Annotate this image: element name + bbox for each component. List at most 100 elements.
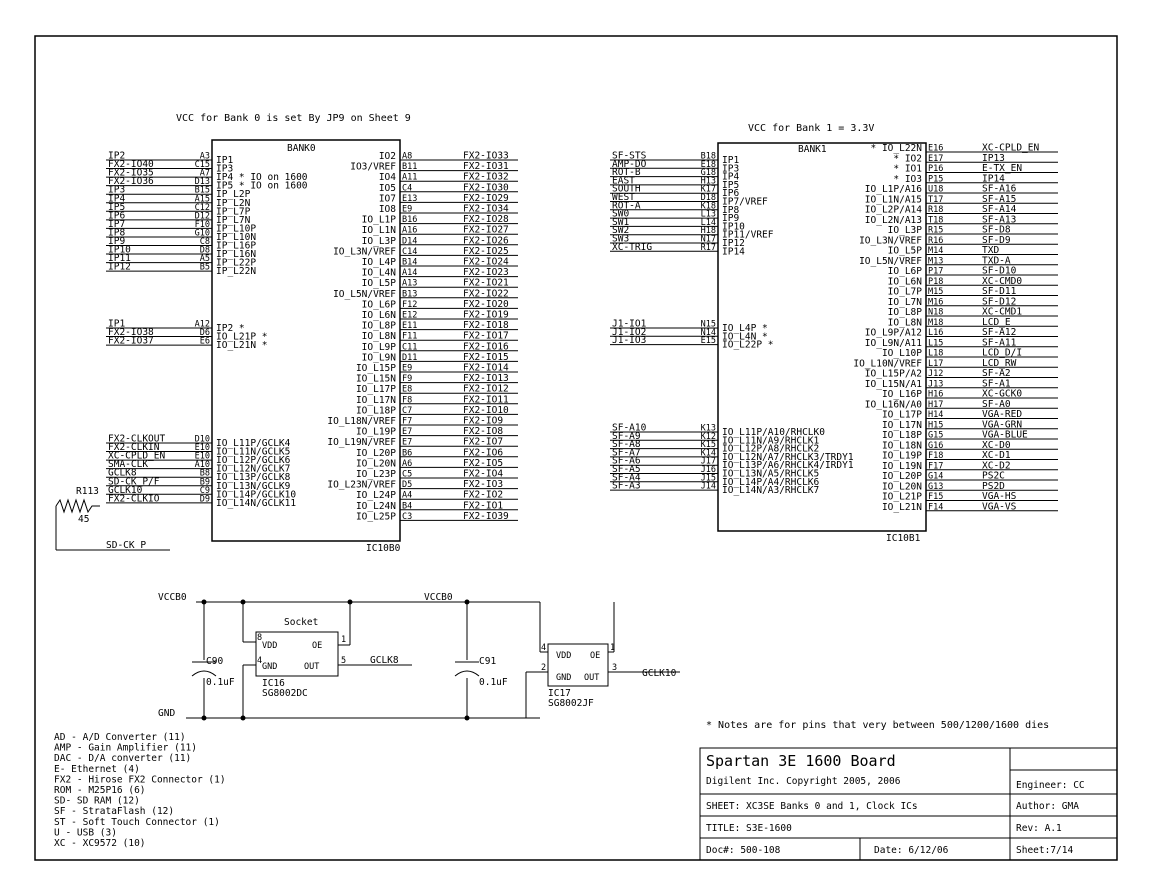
pin-label: IO_L19P xyxy=(356,427,396,438)
bank0-name: BANK0 xyxy=(287,143,316,154)
pin-number: E9 xyxy=(402,364,412,374)
pin-label: IO_L19N/VREF xyxy=(327,437,396,448)
pin-label: IO_L20P xyxy=(356,448,396,459)
net-label: FX2-CLKIO xyxy=(108,493,160,504)
sheet-border xyxy=(34,35,1118,861)
pin-label: IO_L19N xyxy=(882,461,922,472)
ic16-part: SG8002DC xyxy=(262,688,308,699)
pin-label: IO_L8P xyxy=(362,321,397,332)
net-label: ROT-B xyxy=(612,167,641,178)
net-label: SF-D9 xyxy=(982,235,1011,246)
pin-label: IP4 xyxy=(722,172,739,183)
ic16-net: GCLK8 xyxy=(370,655,399,666)
net-label: FX2-IO13 xyxy=(463,373,509,384)
pin-number: R18 xyxy=(928,205,943,215)
net-label: LCD_D/I xyxy=(982,348,1022,359)
net-label: XC-CMD0 xyxy=(982,276,1022,287)
pin-number: F11 xyxy=(402,332,417,342)
c90-value: 0.1uF xyxy=(206,677,235,688)
title-rev: Rev: A.1 xyxy=(1016,823,1062,834)
net-label: TXD xyxy=(982,245,999,256)
pin-label: IO_L11N/A9/RHCLK1 xyxy=(722,435,820,446)
pin-number: P15 xyxy=(928,174,943,184)
net-label: SMA-CLK xyxy=(108,459,148,470)
pin-label: IO_L8P xyxy=(888,307,923,318)
pin-label: IO_L4P * xyxy=(722,323,768,334)
ic17-oe: OE xyxy=(590,651,600,661)
pin-label: IO_L17N xyxy=(356,395,396,406)
net-label: SF-A14 xyxy=(982,204,1017,215)
net-label: WEST xyxy=(612,192,635,203)
pin-label: IO_L16N/A0 xyxy=(865,399,922,410)
pin-label: IO_L4N xyxy=(362,268,397,279)
net-label: GCLK10 xyxy=(108,485,143,496)
legend-item: ROM - M25P16 (6) xyxy=(54,785,146,796)
pin-number: T17 xyxy=(928,195,943,205)
pin-label: IO_L20N xyxy=(356,458,396,469)
net-label: FX2-IO8 xyxy=(463,426,503,437)
net-label: SF-A2 xyxy=(982,368,1011,379)
net-label: IP10 xyxy=(108,245,131,256)
bank0-vcc-note: VCC for Bank 0 is set By JP9 on Sheet 9 xyxy=(176,113,411,124)
pin-number: C12 xyxy=(195,203,210,213)
pin-label: IO_L22P * xyxy=(722,340,773,351)
pin-number: K17 xyxy=(701,185,716,195)
pin-number: R17 xyxy=(701,243,716,253)
net-label: SD-CK_P/F xyxy=(108,476,160,487)
net-label: FX2-IO32 xyxy=(463,172,509,183)
net-label: VGA-RED xyxy=(982,409,1022,420)
net-label: SF-A6 xyxy=(612,456,641,467)
ic17-vdd: VDD xyxy=(556,651,571,661)
net-label: FX2-IO26 xyxy=(463,235,509,246)
c90-ref: C90 xyxy=(206,656,223,667)
legend: AD - A/D Converter (11)AMP - Gain Amplif… xyxy=(54,732,226,849)
pin-number: K18 xyxy=(701,201,716,211)
net-label: FX2-IO17 xyxy=(463,331,509,342)
pin-number: M18 xyxy=(928,318,943,328)
net-label: SW1 xyxy=(612,217,629,228)
net-label: J1-IO1 xyxy=(612,319,647,330)
pin-label: IP2 * xyxy=(216,323,245,334)
gnd-label: GND xyxy=(158,708,175,719)
net-label: FX2-IO6 xyxy=(463,447,503,458)
pin-label: IO_L15N/A1 xyxy=(865,379,922,390)
pin-number: R16 xyxy=(928,236,943,246)
pin-number: B6 xyxy=(402,448,412,458)
pin-label: IP4 * IO on 1600 xyxy=(216,172,308,183)
pin-number: H18 xyxy=(701,226,716,236)
pin-number: C8 xyxy=(200,237,210,247)
clock-dots xyxy=(201,599,470,721)
net-label: SF-A16 xyxy=(982,184,1017,195)
pin-label: IP5 * IO on 1600 xyxy=(216,181,308,192)
pin-label: IP_L2P xyxy=(216,189,251,200)
legend-item: ST - Soft Touch Connector (1) xyxy=(54,817,220,828)
pin-label: IO_L1P xyxy=(362,215,397,226)
net-label: FX2-IO9 xyxy=(463,416,503,427)
pin-label: IO_L18N/VREF xyxy=(327,416,396,427)
net-label: TXD-A xyxy=(982,255,1011,266)
pin-number: J15 xyxy=(701,473,716,483)
pin-label: IO_L20N xyxy=(882,481,922,492)
net-label: IP14 xyxy=(982,173,1005,184)
ic16-ref: IC16 xyxy=(262,678,285,689)
net-label: IP9 xyxy=(108,236,125,247)
net-label: FX2-IO16 xyxy=(463,341,509,352)
pin-number: C14 xyxy=(402,247,417,257)
r113-ref: R113 xyxy=(76,486,99,497)
pin-number: L17 xyxy=(928,359,943,369)
pin-number: C11 xyxy=(402,342,417,352)
net-label: FX2-IO27 xyxy=(463,225,509,236)
net-label: XC-D2 xyxy=(982,460,1011,471)
net-label: FX2-IO39 xyxy=(463,511,509,522)
pin-label: IO_L11P/A10/RHCLK0 xyxy=(722,427,825,438)
net-label: LCD_E xyxy=(982,317,1011,328)
pin-number: A3 xyxy=(200,152,210,162)
pin-number: A15 xyxy=(195,194,210,204)
pin-label: IO_L16P xyxy=(882,389,922,400)
net-label: VGA-HS xyxy=(982,491,1017,502)
pin-label: IO2 xyxy=(379,151,396,162)
pin-label: * IO2 xyxy=(893,153,922,164)
net-label: FX2-IO40 xyxy=(108,159,154,170)
pin-label: IP1 xyxy=(216,155,233,166)
pin-number: F8 xyxy=(402,395,412,405)
